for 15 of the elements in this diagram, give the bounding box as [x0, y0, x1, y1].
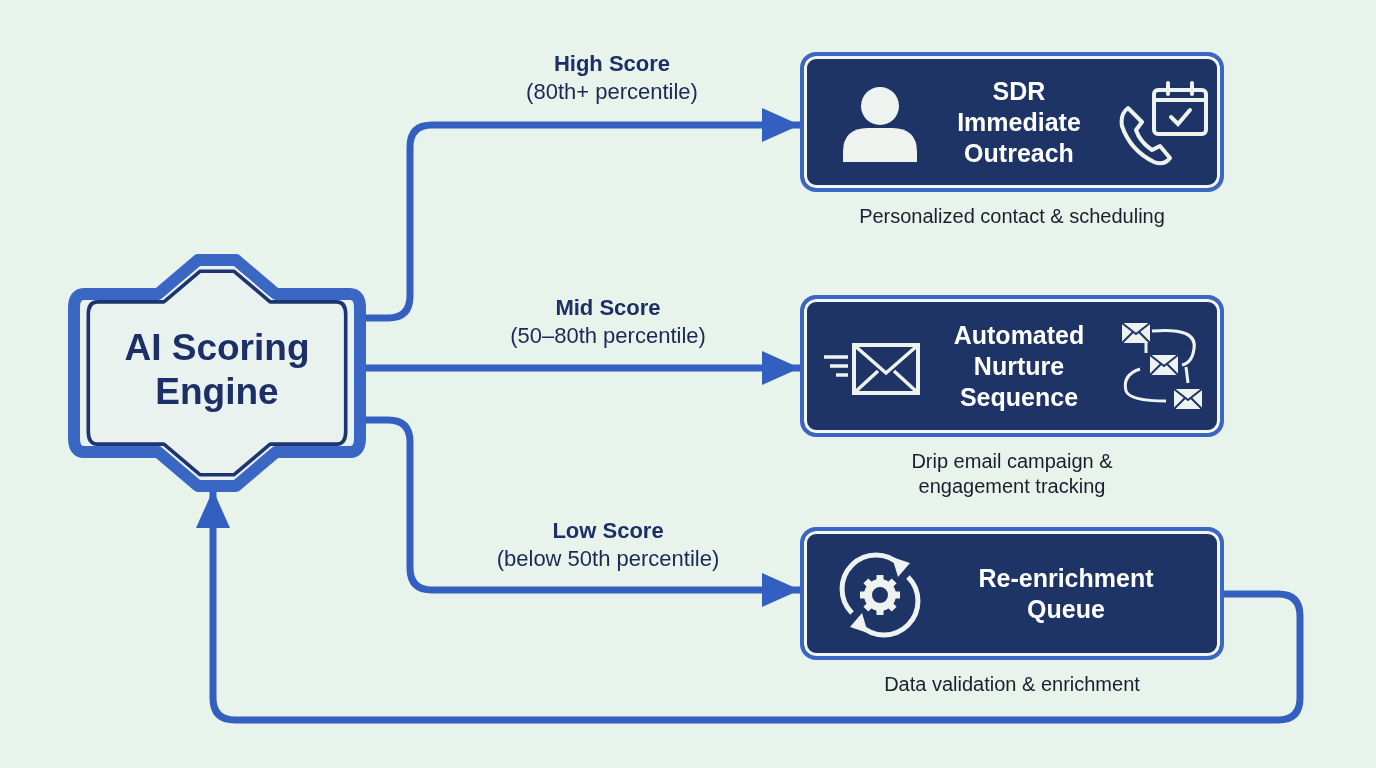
edge-label: Mid Score (50–80th percentile) — [509, 294, 707, 350]
node-label: AI Scoring Engine — [123, 326, 311, 414]
edge-label: High Score (80th+ percentile) — [525, 50, 699, 106]
node-caption: Drip email campaign & engagement tracking — [910, 449, 1114, 499]
node-label: Re-enrichment Queue — [977, 562, 1155, 625]
edge-label: Low Score (below 50th percentile) — [495, 517, 721, 573]
node-caption: Personalized contact & scheduling — [858, 204, 1166, 229]
node-label: Automated Nurture Sequence — [952, 319, 1086, 413]
process-box — [800, 295, 1224, 437]
hexagon-node — [68, 252, 366, 494]
node-label: SDR Immediate Outreach — [956, 75, 1082, 169]
node-caption: Data validation & enrichment — [883, 672, 1141, 697]
process-box — [800, 52, 1224, 192]
process-box — [800, 527, 1224, 660]
arrow — [196, 490, 1304, 724]
